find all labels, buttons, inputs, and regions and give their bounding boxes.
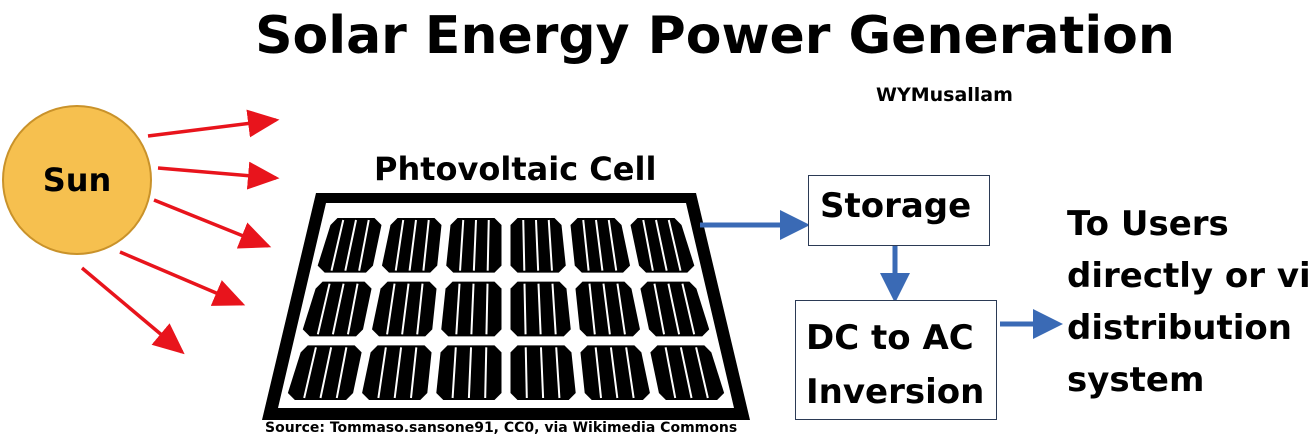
- pv-cell-stripe: [695, 347, 709, 399]
- pv-cell: [372, 281, 437, 337]
- sun-ray-arrow: [147, 109, 280, 138]
- pv-cell-stripe: [524, 347, 528, 399]
- pv-cell-stripe: [607, 219, 618, 271]
- pv-cell: [575, 281, 640, 337]
- sun-label: Sun: [42, 161, 112, 199]
- pv-cell-stripe: [588, 283, 596, 335]
- pv-cell-stripe: [602, 283, 611, 335]
- pv-cell-stripe: [582, 219, 590, 271]
- sun-circle: Sun: [2, 105, 152, 255]
- pv-cell-stripe: [316, 283, 331, 335]
- pv-cell-stripe: [467, 347, 473, 399]
- pv-cell-stripe: [386, 283, 396, 335]
- pv-cell-stripe: [470, 283, 475, 335]
- pv-cell-stripe: [335, 347, 348, 399]
- pv-cell: [580, 345, 650, 400]
- pv-cell-stripe: [358, 219, 370, 271]
- pv-cell-stripe: [451, 347, 457, 399]
- solar-panel: [262, 193, 750, 420]
- pv-cell-stripe: [667, 219, 682, 271]
- pv-cell-stripe: [409, 347, 418, 399]
- pv-cell-stripe: [422, 219, 430, 271]
- pv-cell-stripe: [303, 347, 317, 399]
- pv-cell-stripe: [472, 219, 477, 271]
- pv-cell-stripe: [344, 219, 357, 271]
- pv-cell-stripe: [484, 347, 488, 399]
- pv-cell-label: Phtovoltaic Cell: [374, 150, 657, 188]
- pv-cell-stripe: [408, 219, 417, 271]
- pv-cell-stripe: [547, 219, 553, 271]
- pv-cell-stripe: [401, 283, 410, 335]
- pv-cell-stripe: [609, 347, 619, 399]
- pv-cell-stripe: [642, 219, 654, 271]
- pv-cell-stripe: [681, 283, 696, 335]
- diagram-title: Solar Energy Power Generation: [255, 6, 1175, 66]
- pv-cell-stripe: [551, 283, 557, 335]
- pv-cell-stripe: [522, 219, 526, 271]
- pv-cell-stripe: [616, 283, 626, 335]
- pv-cell: [381, 218, 442, 273]
- pv-cell-stripe: [523, 283, 527, 335]
- inversion-label: DC to AC Inversion: [806, 318, 985, 412]
- pv-cell-stripe: [539, 347, 545, 399]
- pv-cell: [362, 345, 432, 400]
- pv-cell-stripe: [416, 283, 424, 335]
- pv-cell-stripe: [664, 347, 677, 399]
- pv-cell-stripe: [537, 283, 542, 335]
- sun-rays: [80, 109, 280, 355]
- pv-cell-stripe: [319, 347, 333, 399]
- pv-cell-stripe: [455, 283, 461, 335]
- pv-cell-stripe: [377, 347, 387, 399]
- pv-cell-stripe: [535, 219, 540, 271]
- inversion-box: DC to AC Inversion: [795, 300, 997, 420]
- pv-cell-stripe: [485, 283, 489, 335]
- pv-cell-stripe: [555, 347, 561, 399]
- pv-cell-stripe: [331, 283, 345, 335]
- pv-cell-stripe: [653, 283, 666, 335]
- sun-ray-arrow: [119, 250, 246, 306]
- sun-ray-arrow: [157, 161, 280, 190]
- panel-cells: [287, 218, 725, 400]
- pv-cell-stripe: [679, 347, 693, 399]
- pv-cell-stripe: [346, 283, 359, 335]
- pv-cell-stripe: [595, 219, 604, 271]
- pv-cell-stripe: [393, 347, 403, 399]
- pv-cell-stripe: [655, 219, 668, 271]
- pv-cell-stripe: [486, 219, 490, 271]
- sun-ray-arrow: [80, 266, 185, 355]
- users-label: To Users directly or via distribution sy…: [1067, 204, 1310, 400]
- pv-cell-stripe: [667, 283, 681, 335]
- author-credit: WYMusallam: [876, 84, 1013, 106]
- flow-arrows: [700, 210, 1063, 339]
- pv-cell-stripe: [459, 219, 465, 271]
- storage-box: Storage: [808, 175, 990, 246]
- source-credit: Source: Tommaso.sansone91, CC0, via Wiki…: [265, 420, 738, 436]
- pv-cell-stripe: [594, 347, 603, 399]
- sun-ray-arrow: [153, 198, 272, 249]
- pv-cell-stripe: [394, 219, 405, 271]
- pv-cell: [570, 218, 631, 273]
- storage-label: Storage: [820, 186, 972, 226]
- pv-cell-stripe: [330, 219, 345, 271]
- pv-cell-stripe: [625, 347, 635, 399]
